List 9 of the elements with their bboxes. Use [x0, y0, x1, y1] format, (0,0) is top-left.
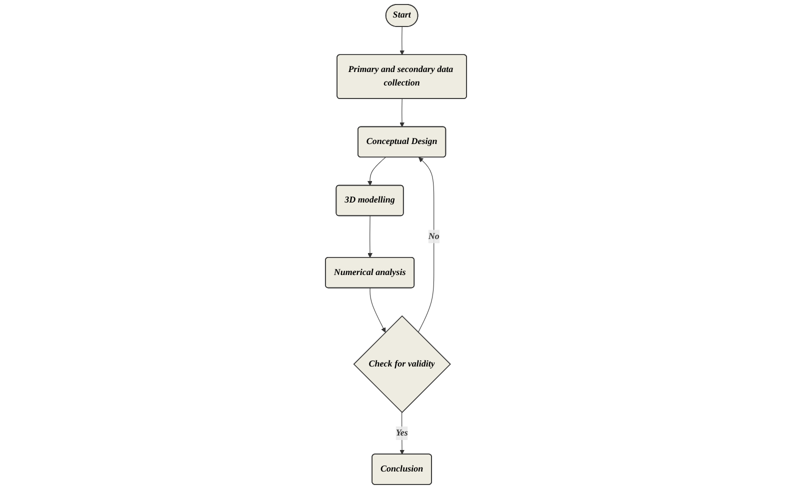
- edge-label: No: [428, 231, 440, 242]
- arrow: [368, 157, 386, 186]
- arrow: [400, 98, 404, 128]
- node-diamond: Check for validity: [353, 315, 451, 413]
- arrow: [418, 157, 434, 333]
- arrow: [400, 26, 404, 56]
- edge-label: Yes: [396, 428, 408, 438]
- arrow: [368, 216, 372, 258]
- arrow: [370, 288, 386, 333]
